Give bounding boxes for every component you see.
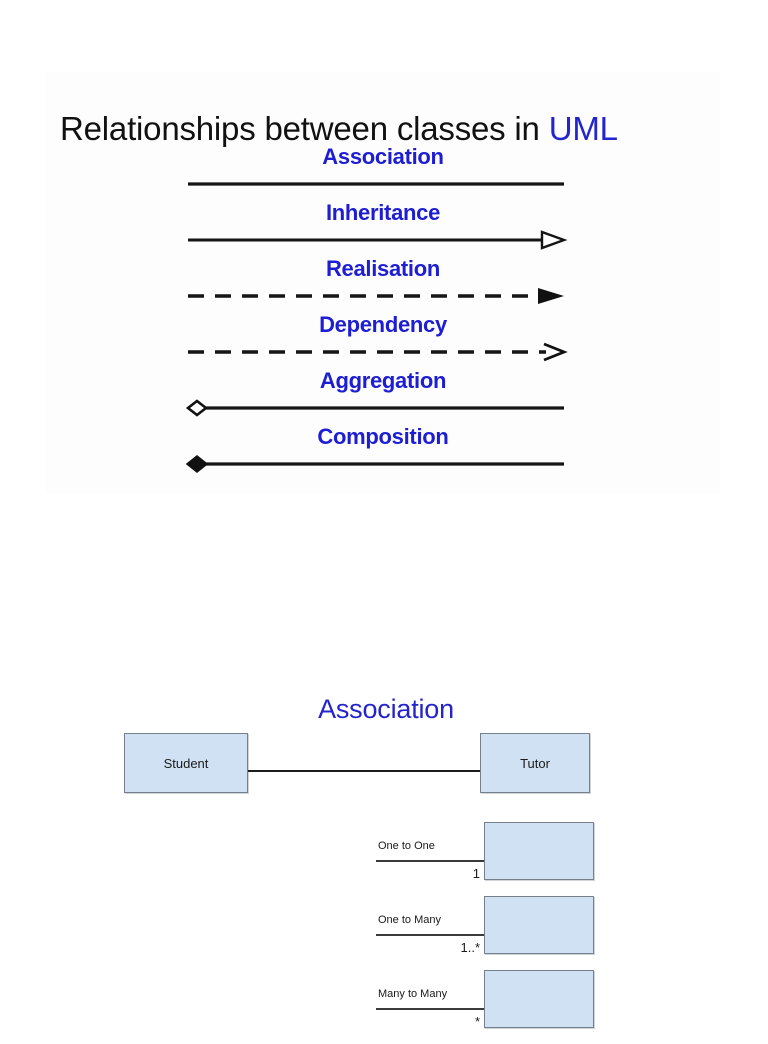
multiplicity-connector-line xyxy=(376,860,486,862)
dependency-arrow-glyph xyxy=(186,342,568,364)
class-box-tutor[interactable]: Tutor xyxy=(480,733,590,793)
multiplicity-name: One to One xyxy=(378,840,435,852)
association-heading: Association xyxy=(318,694,454,725)
composition-diamond-glyph xyxy=(185,454,566,476)
multiplicity-value: * xyxy=(474,1014,480,1029)
relationship-legend-list: Association Inheritance Realisation xyxy=(46,144,720,480)
relationship-row-realisation: Realisation xyxy=(46,256,720,312)
class-box-label: Student xyxy=(163,755,209,771)
inheritance-arrow-glyph xyxy=(186,230,568,252)
page-title-accent: UML xyxy=(548,110,618,148)
multiplicity-value: 1..* xyxy=(460,940,480,955)
class-box-label: Tutor xyxy=(520,755,550,771)
multiplicity-row: Many to Many * xyxy=(376,970,686,1044)
multiplicity-connector-line xyxy=(376,1008,486,1010)
association-line-glyph xyxy=(186,174,566,196)
association-slide: Association Student Tutor One to One 1 O… xyxy=(86,644,686,1029)
association-connector-line xyxy=(248,770,480,772)
relationship-label: Realisation xyxy=(325,256,441,281)
multiplicity-row: One to One 1 xyxy=(376,822,686,896)
aggregation-diamond-glyph xyxy=(185,398,566,420)
multiplicity-class-box[interactable] xyxy=(484,970,594,1028)
multiplicity-class-box[interactable] xyxy=(484,896,594,954)
multiplicity-row: One to Many 1..* xyxy=(376,896,686,970)
page-title: Relationships between classes in UML xyxy=(60,110,720,148)
relationship-row-dependency: Dependency xyxy=(46,312,720,368)
multiplicity-connector-line xyxy=(376,934,486,936)
relationship-label: Dependency xyxy=(319,312,447,337)
page-title-plain: Relationships between classes in xyxy=(60,110,549,148)
relationship-label: Association xyxy=(322,144,444,169)
relationship-row-composition: Composition xyxy=(46,424,720,480)
relationships-slide: Relationships between classes in UML Ass… xyxy=(46,72,720,494)
relationship-label: Composition xyxy=(317,424,449,449)
class-box-student[interactable]: Student xyxy=(124,733,248,793)
relationship-row-aggregation: Aggregation xyxy=(46,368,720,424)
realisation-arrow-glyph xyxy=(186,286,566,308)
multiplicity-name: Many to Many xyxy=(378,988,448,1000)
relationship-row-inheritance: Inheritance xyxy=(46,200,720,256)
relationship-label: Aggregation xyxy=(319,368,447,393)
multiplicity-name: One to Many xyxy=(378,914,441,926)
multiplicity-class-box[interactable] xyxy=(484,822,594,880)
relationship-label: Inheritance xyxy=(325,200,441,225)
relationship-row-association: Association xyxy=(46,144,720,200)
multiplicity-value: 1 xyxy=(472,866,480,881)
